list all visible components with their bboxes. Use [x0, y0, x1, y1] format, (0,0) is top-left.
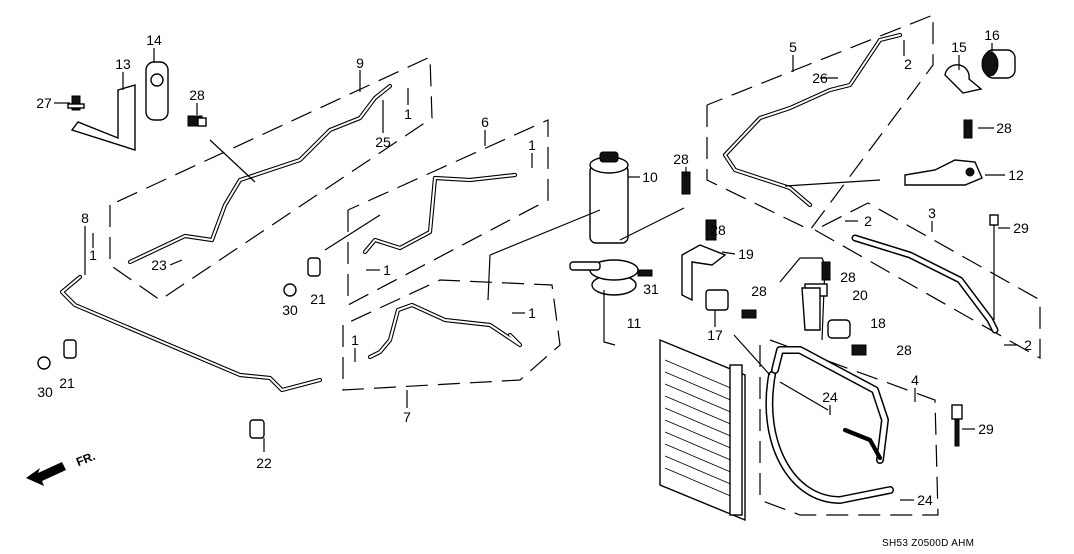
callout-c24a: 24 — [822, 389, 838, 405]
callout-c27: 27 — [36, 95, 52, 111]
bolt-28d — [741, 309, 757, 319]
callout-c15: 15 — [951, 39, 967, 55]
callout-c1a: 1 — [404, 106, 412, 122]
callout-c10: 10 — [642, 169, 658, 185]
bracket-20 — [779, 257, 828, 341]
bracket-13 — [70, 84, 136, 151]
pipe-6 — [362, 172, 518, 255]
pipe-7 — [367, 302, 523, 360]
hose-4 — [765, 346, 894, 504]
callout-c22: 22 — [256, 455, 272, 471]
bolt-27 — [67, 95, 85, 111]
clip-21b — [63, 339, 77, 359]
callout-c31: 31 — [643, 281, 659, 297]
callout-c14: 14 — [146, 32, 162, 48]
bolt-31 — [637, 269, 653, 277]
callout-c6: 6 — [481, 114, 489, 130]
callout-c28d: 28 — [751, 283, 767, 299]
callout-c23: 23 — [151, 257, 167, 273]
bolt-30a — [283, 283, 297, 297]
callout-c5: 5 — [789, 39, 797, 55]
callout-c2a: 2 — [904, 56, 912, 72]
callout-c7: 7 — [403, 409, 411, 425]
callout-c20: 20 — [852, 287, 868, 303]
callout-c18: 18 — [870, 315, 886, 331]
bolt-28g — [851, 344, 867, 356]
callout-c2b: 2 — [864, 213, 872, 229]
bracket-19 — [681, 244, 727, 302]
bolt-30b — [37, 356, 51, 370]
bolt-28c — [705, 219, 717, 241]
bracket-12 — [904, 159, 983, 186]
callout-c1d: 1 — [383, 262, 391, 278]
clamp-15 — [944, 64, 983, 94]
callout-c28e: 28 — [996, 120, 1012, 136]
callout-c2c: 2 — [1024, 337, 1032, 353]
clamp-18 — [827, 319, 851, 339]
group-box-6 — [347, 119, 549, 306]
group-box-4 — [759, 339, 939, 516]
callout-c1f: 1 — [351, 332, 359, 348]
callout-c29b: 29 — [978, 421, 994, 437]
callout-c11: 11 — [626, 315, 642, 331]
callout-c28g: 28 — [896, 342, 912, 358]
grommet-16 — [981, 49, 1016, 79]
callout-c1e: 1 — [528, 305, 536, 321]
callout-c13: 13 — [115, 56, 131, 72]
group-box-5 — [706, 14, 934, 231]
receiver-dryer-10 — [589, 151, 629, 244]
callout-c21a: 21 — [310, 291, 326, 307]
group-box-7 — [342, 279, 561, 408]
callout-c19: 19 — [738, 246, 754, 262]
callout-c1c: 1 — [528, 137, 536, 153]
bolt-28f — [821, 261, 831, 281]
callout-c9: 9 — [356, 55, 364, 71]
pipe-8 — [59, 274, 323, 393]
callout-c29a: 29 — [1013, 220, 1029, 236]
callout-c30b: 30 — [37, 384, 53, 400]
leader-lines — [54, 40, 1018, 501]
callout-c28b: 28 — [673, 151, 689, 167]
callout-c17: 17 — [707, 327, 723, 343]
callout-c24b: 24 — [917, 492, 933, 508]
clip-21a — [307, 257, 321, 277]
front-direction-arrow-icon — [26, 462, 66, 486]
callout-c1b: 1 — [89, 247, 97, 263]
callout-c28f: 28 — [840, 269, 856, 285]
condenser — [659, 338, 746, 522]
callout-c26: 26 — [812, 70, 828, 86]
bolt-28a — [187, 115, 207, 127]
pipe-9 — [127, 83, 393, 265]
clip-22 — [249, 419, 265, 439]
pipe-5 — [722, 32, 903, 208]
clamp-17 — [705, 289, 729, 311]
callout-c4: 4 — [911, 372, 919, 388]
bolt-29a — [989, 214, 999, 320]
callout-c8: 8 — [81, 210, 89, 226]
group-box-9 — [109, 56, 433, 301]
callout-c28a: 28 — [189, 87, 205, 103]
callout-c3: 3 — [928, 205, 936, 221]
callout-c30a: 30 — [282, 302, 298, 318]
bolt-28e — [963, 119, 973, 139]
callout-c12: 12 — [1008, 167, 1024, 183]
bolt-29b — [951, 404, 963, 447]
group-box-3 — [814, 202, 1041, 360]
callout-c16: 16 — [984, 27, 1000, 43]
callout-c28c: 28 — [710, 222, 726, 238]
diagram-code: SH53 Z0500D AHM — [882, 538, 975, 549]
clamp-14 — [145, 61, 169, 121]
hose-3 — [851, 234, 999, 334]
bracket-11 — [569, 259, 639, 346]
callout-c21b: 21 — [59, 375, 75, 391]
callout-c25: 25 — [375, 134, 391, 150]
